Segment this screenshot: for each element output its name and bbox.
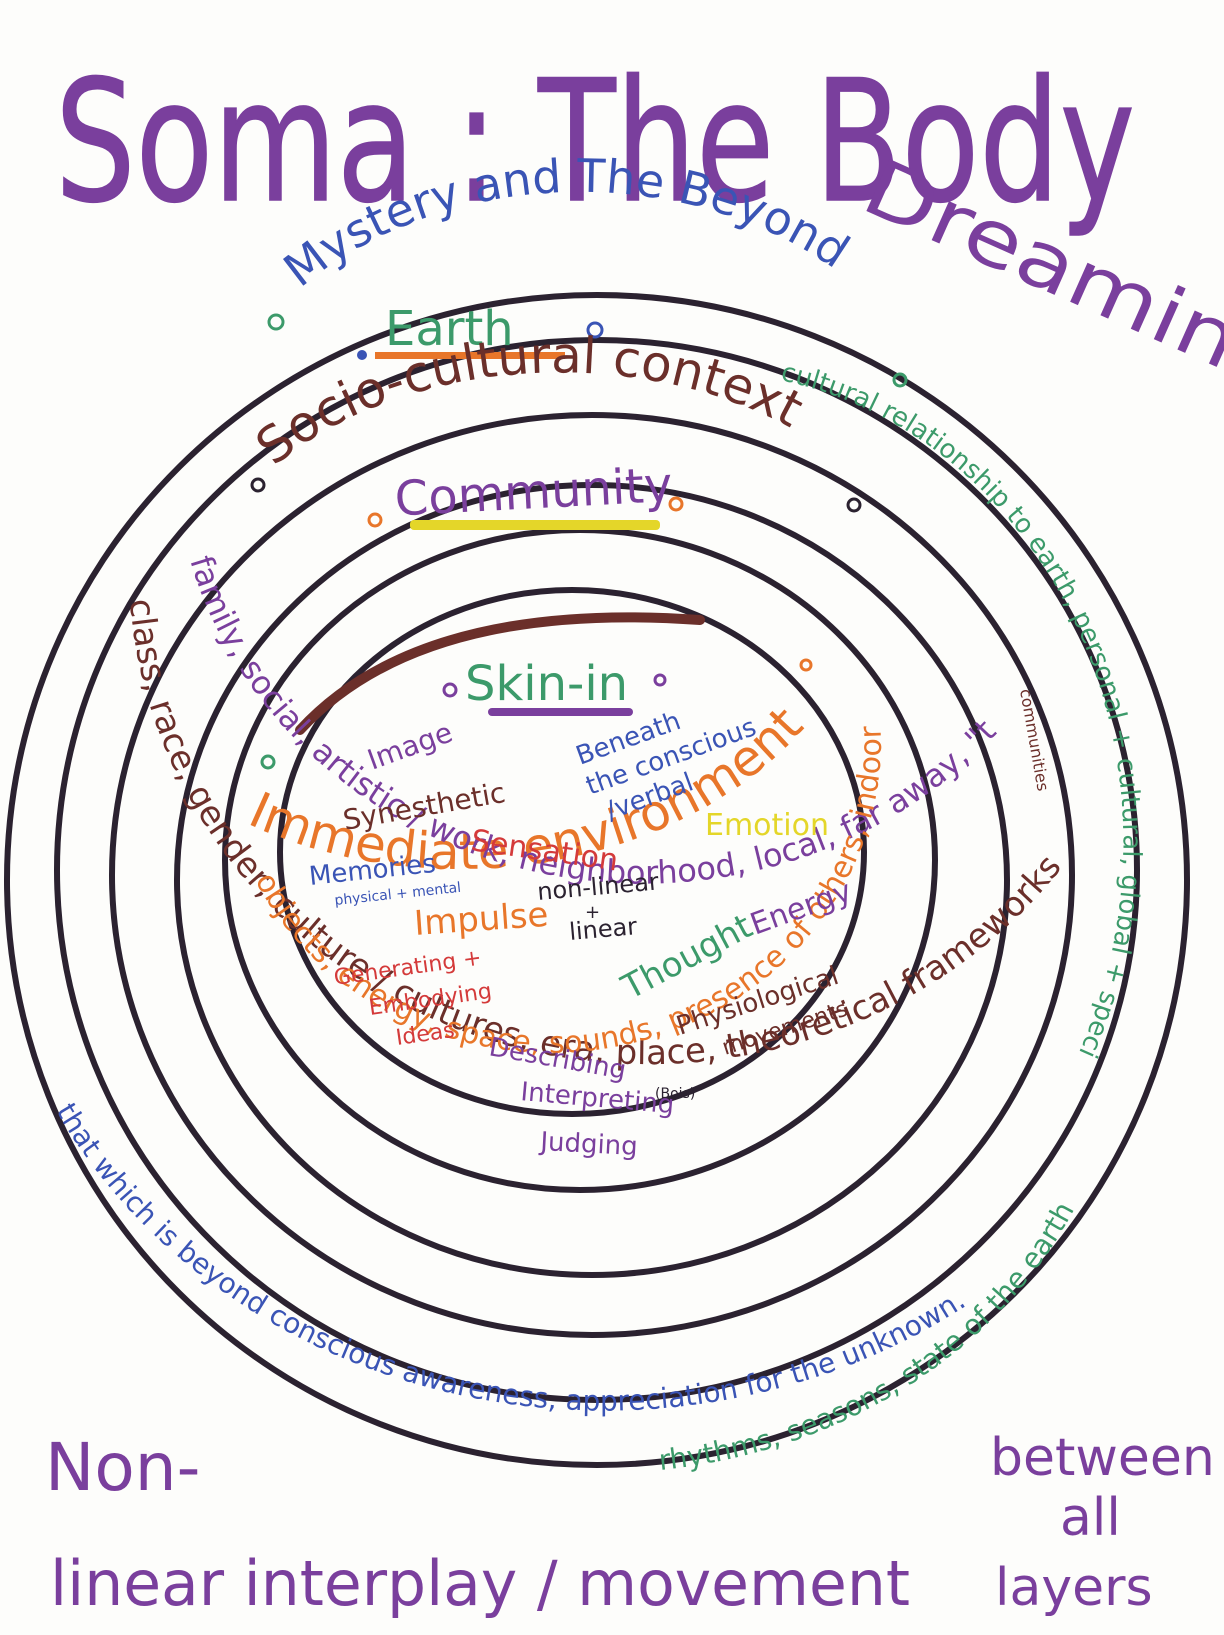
ring-label-socio: Socio-cultural context (245, 326, 812, 476)
bullet-icon (357, 350, 367, 360)
ring-skin (277, 587, 867, 1117)
word-image: Image (363, 716, 457, 777)
earth-underline (375, 352, 565, 359)
footer-between: between (990, 1428, 1215, 1488)
outer-arc-text: that which is beyond conscious awareness… (50, 1097, 971, 1417)
specific-small-text: communities (1016, 687, 1053, 792)
immediate-underline (295, 612, 705, 735)
word-plus: + (585, 902, 600, 923)
title: Soma : The Body Dreaming (54, 43, 1224, 412)
bullet-icon (442, 682, 458, 698)
skin-underline (488, 708, 633, 716)
footer: Non- linear interplay / movement between… (45, 1428, 1215, 1620)
bullet-icon (892, 372, 908, 388)
ring-community (174, 482, 1010, 1278)
svg-text:that which is beyond conscious: that which is beyond conscious awareness… (50, 1097, 971, 1417)
bullet-icon (250, 477, 266, 493)
rings (4, 292, 1190, 1468)
bullet-icon (267, 313, 285, 331)
footer-linear-interplay: linear interplay / movement (50, 1547, 910, 1620)
title-line1: Soma : The Body (55, 44, 1135, 240)
svg-text:Socio-cultural context: Socio-cultural context (245, 326, 812, 476)
ring-socio (109, 412, 1075, 1338)
ring-label-earth: Earth (385, 301, 514, 357)
bullet-icon (586, 321, 604, 339)
word-impulse: Impulse (413, 895, 550, 944)
bullet-icon (367, 512, 383, 528)
center-words: Image Synesthetic Beneath the conscious … (308, 706, 857, 1162)
ring-label-skin-in: Skin-in (465, 656, 628, 712)
word-linear: linear (568, 912, 638, 946)
word-emotion: Emotion (705, 808, 829, 843)
word-judging: Judging (538, 1127, 639, 1162)
word-bois: (Bois) (655, 1086, 695, 1102)
bullet-icon (653, 673, 667, 687)
footer-all: all (1060, 1488, 1121, 1548)
ring-earth (54, 337, 1140, 1403)
ring-outer (4, 292, 1190, 1468)
bullet-icon (846, 497, 862, 513)
bullet-icon (260, 754, 276, 770)
footer-layers: layers (995, 1558, 1153, 1618)
bullet-icon (668, 496, 684, 512)
bullet-icon (799, 658, 813, 672)
ring-label-community: Community (393, 457, 673, 527)
community-underline (410, 520, 660, 530)
footer-non: Non- (45, 1429, 200, 1506)
